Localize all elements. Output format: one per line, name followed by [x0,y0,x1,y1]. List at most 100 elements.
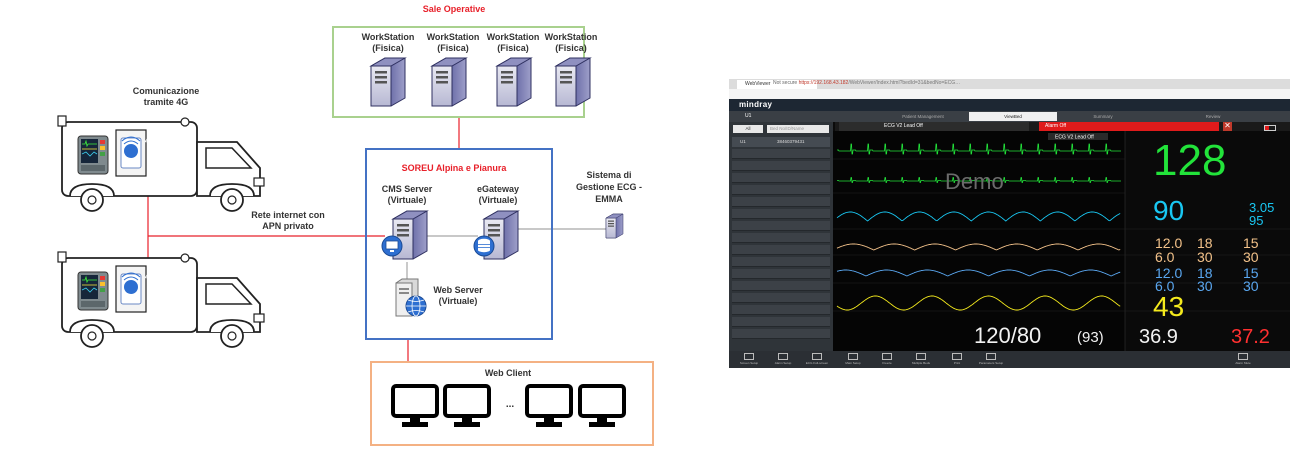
workstation-label: WorkStation [487,32,540,42]
brand-bar [729,99,1290,111]
database-badge [473,235,495,257]
nibp-mean: (93) [1077,329,1104,346]
workstation-sublabel: (Fisica) [437,43,469,53]
filter-select[interactable]: All [733,125,763,133]
soreu-title: SOREU Alpina e Pianura [402,163,508,173]
alarm-mute-icon[interactable]: ✕ [1223,121,1232,131]
bed-list-empty-row [732,161,830,171]
workstation-server-icon [555,57,591,107]
tab-viewbed[interactable]: ViewBed [969,112,1057,121]
workstation-server-icon [370,57,406,107]
browser-tab[interactable]: WebViewer [737,80,817,89]
battery-icon [1264,125,1276,131]
bed-list-empty-row [732,197,830,207]
bed-number: 38460379431 [777,139,805,144]
tab-patient-management[interactable]: Patient Management [902,114,944,119]
ibp2-mean2: 30 [1197,278,1213,294]
bed-list-empty-row [732,257,830,267]
bed-list-empty-row [732,149,830,159]
sistema-sublabel-2: EMMA [595,194,623,204]
button-label: Freeze [882,361,892,365]
cms-server-sublabel: (Virtuale) [388,195,427,205]
button-label: Print [953,361,961,365]
comunicazione-label: Comunicazione [133,86,200,96]
workstation-sublabel: (Fisica) [555,43,587,53]
workstation-server-icon [431,57,467,107]
client-monitor-icon [443,384,491,429]
ibp1-dia: 6.0 [1155,249,1175,265]
cms-server-label: CMS Server [382,184,433,194]
bed-list-empty-row [732,185,830,195]
ambulance-icon [57,251,265,348]
web-client-title: Web Client [485,368,531,378]
battery-level-icon [1265,126,1269,130]
wave-tag [1048,133,1108,140]
demo-watermark: Demo [945,169,1004,194]
freeze-button[interactable]: Freeze [871,352,903,367]
hr-value: 128 [1153,136,1227,185]
search-input[interactable]: Bed No/ID/Name [767,125,829,133]
web-server-icon [395,278,427,317]
button-label: Parameters Setup [978,361,1004,365]
print-button[interactable]: Print [941,352,973,367]
workstation-sublabel: (Fisica) [497,43,529,53]
bed-list-empty-row [732,293,830,303]
client-monitor-icon [391,384,439,429]
bed-list-empty-row [732,269,830,279]
resp-wave [836,295,1121,311]
web-server-sublabel: (Virtuale) [439,296,478,306]
ibp1-wave [836,243,1121,251]
tab-review[interactable]: Review [1205,114,1221,119]
parameters-setup-button[interactable]: Parameters Setup [975,352,1007,367]
spo2-value: 90 [1153,195,1185,226]
button-label: Screen Setup [739,361,759,365]
wave-tag-label: ECG V2 Lead Off [1055,135,1094,141]
ibp1-extra2: 30 [1243,249,1259,265]
waveform-area: ECG V2 Lead Off Demo [833,131,1290,351]
bed-list-empty-row [732,329,830,339]
ibp1-mean2: 30 [1197,249,1213,265]
tab-summary[interactable]: Summary [1093,114,1113,119]
address-path: /WebViewer/Index.html?bedId=31&bedNo=ECG… [848,80,961,86]
ibp2-extra: 15 [1243,265,1259,281]
temp2-value: 37.2 [1231,326,1270,348]
ibp1-mean: 18 [1197,235,1213,251]
4g-badge: 4G [145,139,153,145]
workstation-label: WorkStation [545,32,598,42]
screen-setup-button[interactable]: Screen Setup [733,352,765,367]
workstation-server-icon [496,57,532,107]
soreu-box [365,148,553,340]
4g-badge: 4G [145,275,153,281]
address-prefix: Not secure [773,80,798,86]
system-architecture-diagram: Sale Operative WorkStation (Fisica) Work… [57,4,654,446]
cms-monitor-badge [381,235,403,257]
ibp1-extra: 15 [1243,235,1259,251]
bed-list-empty-row [732,317,830,327]
nibp-value: 120/80 [974,323,1042,348]
physiological-alarm[interactable]: Alarm Off [1039,122,1219,131]
ecg-fullscreen-button[interactable]: ECG Full-screen [801,352,833,367]
emma-server-icon [605,213,624,239]
rete-label: Rete internet con [251,210,325,220]
resp-value: 43 [1153,291,1185,322]
ellipsis: ... [506,399,515,410]
multiple-beds-button[interactable]: Multiple Beds [905,352,937,367]
ibp1-sys: 12.0 [1155,235,1183,251]
rete-sublabel: APN privato [262,221,314,231]
bed-list-empty-row [732,233,830,243]
web-client-box [370,361,654,446]
brand-logo: mindray [739,100,773,109]
technical-alarm[interactable]: ECG V2 Lead Off [839,122,1029,131]
address-host: https://192.168.43.182 [798,80,849,86]
main-setup-button[interactable]: Main Setup [837,352,869,367]
alarm-mute-button[interactable]: Alarm Mute [1227,352,1259,367]
client-monitor-icon [525,384,573,429]
bed-list-item[interactable]: U1 38460379431 [732,137,830,147]
address-url[interactable]: Not secure https://192.168.43.182/WebVie… [773,80,960,86]
workstation-sublabel: (Fisica) [372,43,404,53]
egateway-label: eGateway [477,184,519,194]
ecg-wave [837,143,1121,155]
alarm-setup-button[interactable]: Alarm Setup [767,352,799,367]
ibp2-sys: 12.0 [1155,265,1183,281]
button-label: Multiple Beds [911,361,930,365]
